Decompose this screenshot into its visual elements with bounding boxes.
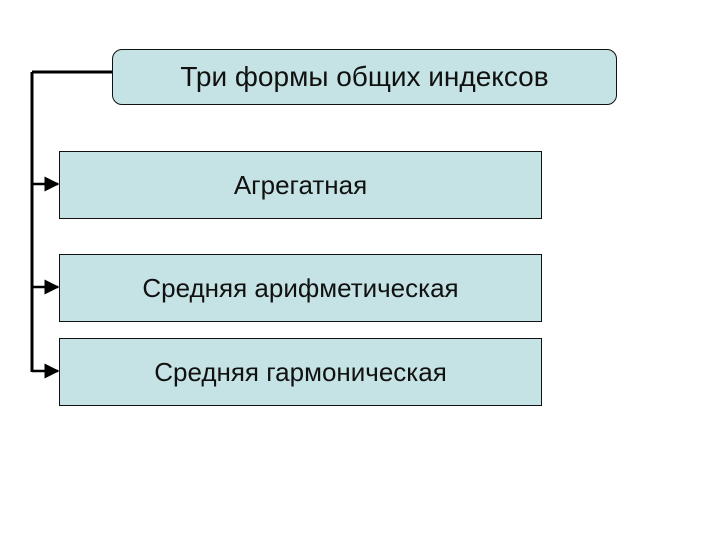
title-text: Три формы общих индексов — [180, 61, 549, 92]
item-box-aggregate: Агрегатная — [59, 151, 542, 219]
item-box-arithmetic-mean: Средняя арифметическая — [59, 254, 542, 322]
item-label-aggregate: Агрегатная — [233, 169, 368, 200]
title-box: Три формы общих индексов — [112, 49, 617, 105]
item-label-harmonic-mean: Средняя гармоническая — [154, 356, 447, 387]
item-box-harmonic-mean: Средняя гармоническая — [59, 338, 542, 406]
item-label-arithmetic-mean: Средняя арифметическая — [142, 272, 459, 303]
